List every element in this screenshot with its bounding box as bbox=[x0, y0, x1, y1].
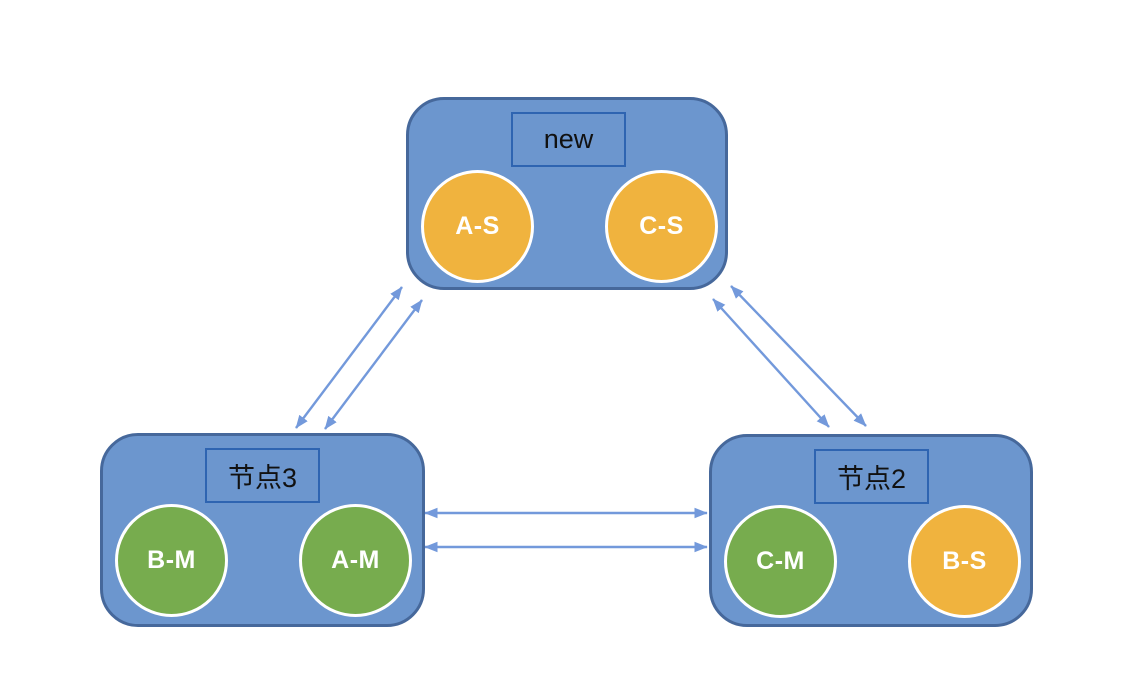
node-new-circle-a-s: A-S bbox=[421, 170, 534, 283]
node-new-label-box: new bbox=[511, 112, 626, 167]
node-new-label: new bbox=[543, 124, 594, 154]
node-3-circle-a-m: A-M bbox=[299, 504, 412, 617]
node-2-circle-c-m: C-M bbox=[724, 505, 837, 618]
node-2: 节点2 C-M B-S bbox=[709, 434, 1033, 627]
node-2-label-box: 节点2 bbox=[814, 449, 929, 504]
node-3: 节点3 B-M A-M bbox=[100, 433, 425, 627]
node-new: new A-S C-S bbox=[406, 97, 728, 290]
edge-node2-new-3 bbox=[730, 285, 867, 427]
node-2-circle-b-s: B-S bbox=[908, 505, 1021, 618]
edge-node3-new-0 bbox=[295, 286, 403, 429]
node-new-circle-c-s: C-S bbox=[605, 170, 718, 283]
circle-label: B-S bbox=[942, 547, 987, 575]
node-3-label: 节点3 bbox=[227, 463, 298, 493]
edge-node2-new-2 bbox=[712, 298, 830, 428]
node-3-label-box: 节点3 bbox=[205, 448, 320, 503]
circle-label: B-M bbox=[147, 546, 196, 574]
circle-label: C-S bbox=[639, 212, 684, 240]
edge-node3-new-1 bbox=[324, 299, 423, 430]
circle-label: A-M bbox=[331, 546, 380, 574]
node-2-label: 节点2 bbox=[836, 464, 907, 494]
node-3-circle-b-m: B-M bbox=[115, 504, 228, 617]
circle-label: C-M bbox=[756, 547, 805, 575]
circle-label: A-S bbox=[455, 212, 500, 240]
